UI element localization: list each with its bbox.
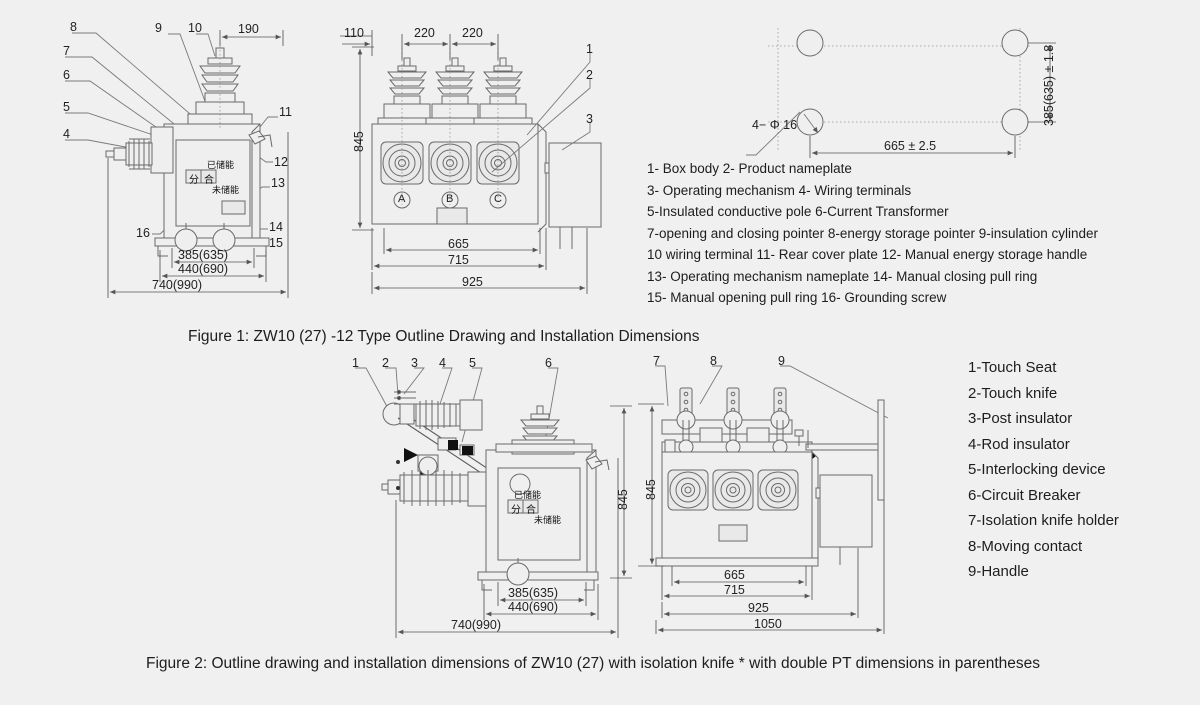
fig2-front-dim-925: 925 [748,601,769,615]
fig1-dim-925: 925 [462,275,483,289]
fig1-leader-9: 9 [155,21,162,35]
fig1-leader-11: 11 [279,105,292,119]
parts-line-2: 2-Touch knife [968,384,1058,402]
fig2-leader-7: 7 [653,354,660,368]
fig2-side-dim-845: 845 [616,489,630,510]
legend-line-4: 7-opening and closing pointer 8-energy s… [647,225,1099,241]
figure1-legend: 1- Box body 2- Product nameplate 3- Oper… [647,158,1117,309]
parts-line-4: 4-Rod insulator [968,435,1070,453]
fig1-phase-a: A [398,193,406,205]
fig2-front-dim-845: 845 [644,479,658,500]
fig2-side-dim-385: 385(635) [508,586,559,600]
figure1-caption: Figure 1: ZW10 (27) -12 Type Outline Dra… [188,328,700,345]
mounting-hole-plan [746,28,1056,158]
parts-line-6: 6-Circuit Breaker [968,486,1081,504]
fig1-front-view [340,30,602,294]
fig2-front-dim-1050: 1050 [754,617,782,631]
fig2-leader-1: 1 [352,356,359,370]
fig2-label-stored: 已储能 [514,491,542,501]
legend-line-6: 13- Operating mechanism nameplate 14- Ma… [647,268,1038,284]
mounting-width-dim: 665 ± 2.5 [884,139,937,153]
fig1-dim-740: 740(990) [152,278,203,292]
fig1-leader-3: 3 [586,112,593,126]
fig1-leader-6: 6 [63,68,70,82]
fig2-front-dim-715: 715 [724,583,745,597]
fig2-side-dim-440: 440(690) [508,600,559,614]
parts-line-1: 1-Touch Seat [968,359,1057,376]
fig2-side-view [355,367,632,638]
fig1-label-open: 分 [189,175,199,186]
fig2-side-dim-740: 740(990) [451,618,502,632]
fig1-leader-12: 12 [274,155,288,169]
fig1-leader-7: 7 [63,44,70,58]
fig2-front-dim-665: 665 [724,568,745,582]
fig2-leader-9: 9 [778,354,785,368]
parts-line-7: 7-Isolation knife holder [968,512,1119,529]
fig1-dim-440: 440(690) [178,262,229,276]
fig1-leader-4: 4 [63,127,70,141]
figure2-parts-list: 1-Touch Seat 2-Touch knife 3-Post insula… [968,355,1188,585]
fig1-leader-1: 1 [586,42,593,56]
parts-line-5: 5-Interlocking device [968,461,1106,478]
fig1-dim-385: 385(635) [178,248,229,262]
fig2-leader-6: 6 [545,356,552,370]
figure2-caption: Figure 2: Outline drawing and installati… [146,655,1041,672]
parts-line-9: 9-Handle [968,563,1029,580]
fig1-dim-110: 110 [344,26,364,40]
fig1-phase-c: C [494,193,502,205]
fig1-leader-16: 16 [136,226,150,240]
fig1-leader-15: 15 [269,236,283,250]
fig1-side-view [65,30,289,298]
fig1-dim-715: 715 [448,253,469,267]
fig1-leader-2: 2 [586,68,593,82]
fig2-leader-4: 4 [439,356,446,370]
fig1-dim-220a: 220 [414,26,435,40]
fig1-leader-13: 13 [271,176,285,190]
fig2-label-close: 合 [526,505,536,516]
fig1-dim-190: 190 [238,22,259,36]
fig2-leader-8: 8 [710,354,717,368]
fig2-leader-5: 5 [469,356,476,370]
fig2-leader-3: 3 [411,356,418,370]
legend-line-7: 15- Manual opening pull ring 16- Groundi… [647,290,947,305]
fig2-leader-2: 2 [382,356,389,370]
fig1-label-not-stored: 未储能 [212,186,240,196]
fig1-label-close: 合 [204,175,214,186]
fig1-dim-220b: 220 [462,26,483,40]
legend-line-3: 5-Insulated conductive pole 6-Current Tr… [647,204,949,219]
fig1-dim-665: 665 [448,237,469,251]
parts-line-3: 3-Post insulator [968,410,1073,427]
fig2-label-open: 分 [511,505,521,516]
legend-line-5: 10 wiring terminal 11- Rear cover plate … [647,247,1088,262]
legend-line-1: 1- Box body 2- Product nameplate [647,161,852,176]
legend-line-2: 3- Operating mechanism 4- Wiring termina… [647,182,912,198]
fig2-label-not-stored: 未储能 [534,516,562,526]
mounting-height-dim: 385(635) ± 1.8 [1042,44,1056,126]
fig1-leader-8: 8 [70,20,77,34]
fig1-phase-b: B [446,193,454,205]
fig1-leader-14: 14 [269,220,283,234]
mounting-hole-note: 4− Φ 16 [752,118,798,132]
fig1-leader-10: 10 [188,21,202,35]
fig2-front-view [638,365,889,634]
fig1-label-stored: 已储能 [207,161,235,171]
parts-line-8: 8-Moving contact [968,537,1083,555]
fig1-dim-845: 845 [352,131,366,152]
fig1-leader-5: 5 [63,100,70,114]
